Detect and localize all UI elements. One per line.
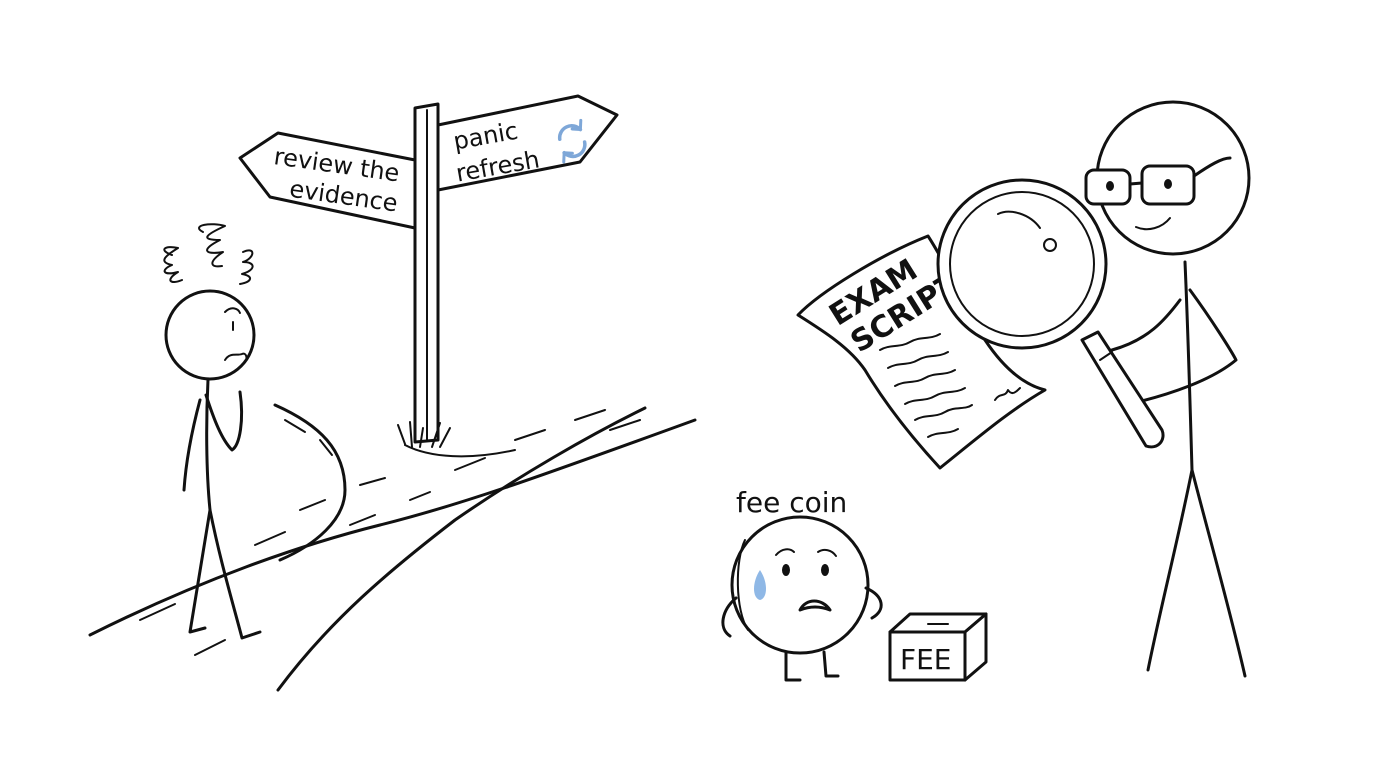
coin-leg-left bbox=[784, 650, 802, 682]
fee-box: FEE bbox=[888, 612, 988, 682]
body bbox=[205, 378, 212, 512]
coin-brow-right bbox=[817, 548, 837, 557]
crossroads bbox=[88, 403, 697, 692]
signpost: review the evidence panic refresh bbox=[238, 94, 619, 448]
road-dashes bbox=[139, 409, 641, 656]
sweat-drop-icon bbox=[754, 570, 766, 600]
fee-box-label: FEE bbox=[900, 643, 952, 676]
examiner-body bbox=[1183, 260, 1194, 472]
examiner-stick-figure bbox=[1084, 100, 1251, 678]
coin-mouth bbox=[798, 599, 832, 612]
coin-eye-right bbox=[821, 564, 829, 576]
leg-right bbox=[208, 508, 262, 640]
examiner-eye-right bbox=[1164, 179, 1172, 189]
coin-label: fee coin bbox=[736, 486, 847, 519]
coin-rim bbox=[736, 539, 749, 631]
coin-eye-left bbox=[782, 564, 790, 576]
magnifying-glass-icon bbox=[936, 178, 1165, 449]
confusion-squiggles bbox=[163, 223, 254, 285]
arm-down bbox=[182, 398, 202, 492]
coin-leg-right bbox=[822, 650, 840, 678]
examiner-smile bbox=[1135, 217, 1171, 231]
handwriting-lines bbox=[879, 333, 1021, 438]
examiner-leg-left bbox=[1146, 468, 1194, 672]
grass-tuft bbox=[397, 421, 451, 448]
lens-glare bbox=[997, 210, 1041, 229]
confused-stick-figure bbox=[163, 223, 262, 640]
examiner-leg-right bbox=[1190, 468, 1247, 678]
head bbox=[164, 289, 256, 381]
worried-mouth bbox=[224, 352, 248, 363]
coin-arm-left bbox=[721, 596, 738, 638]
coin-body bbox=[730, 515, 870, 655]
eyebrow bbox=[224, 307, 241, 314]
examiner-eye-left bbox=[1106, 181, 1114, 191]
arm-to-chin bbox=[204, 390, 244, 452]
refresh-icon bbox=[557, 118, 587, 164]
examiner-arm-right bbox=[1123, 288, 1238, 407]
fee-coin-character: fee coin bbox=[721, 486, 883, 682]
coin-brow-left bbox=[775, 548, 795, 556]
leg-left bbox=[188, 508, 212, 634]
coin-arm-right bbox=[864, 586, 883, 620]
